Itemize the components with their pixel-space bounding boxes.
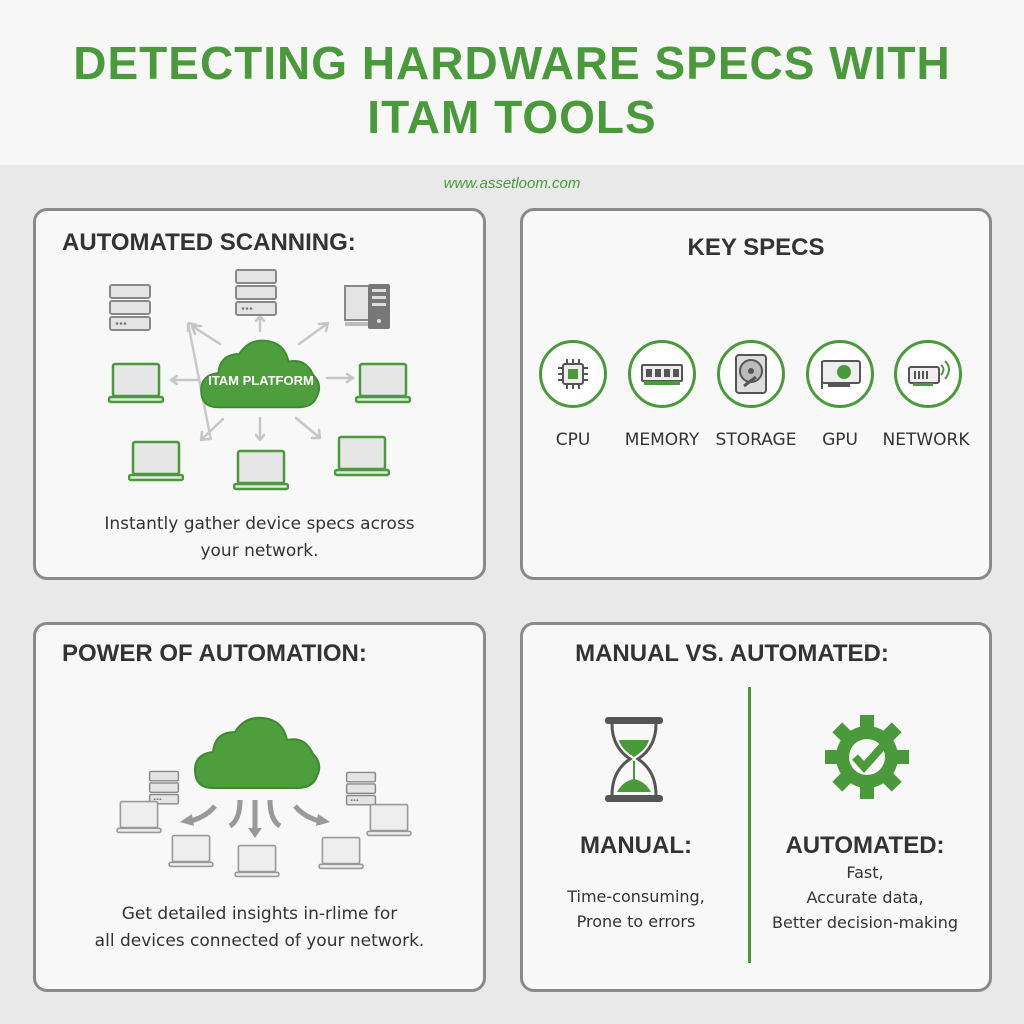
laptop-icon (334, 435, 390, 477)
memory-icon (628, 340, 696, 408)
scanning-caption-line2: your network. (200, 541, 319, 561)
laptop-icon (366, 803, 412, 837)
laptop-icon (355, 362, 411, 404)
itam-platform-label: ITAM PLATFORM (208, 373, 314, 388)
comparison-title: MANUAL VS. AUTOMATED: (575, 640, 889, 667)
manual-line1: Time-consuming, (567, 887, 705, 906)
page-title-line1: DETECTING HARDWARE SPECS WITH (73, 37, 951, 89)
laptop-icon (116, 800, 162, 834)
power-of-automation-panel (33, 622, 486, 992)
automation-title: POWER OF AUTOMATION: (62, 640, 367, 667)
gpu-icon (806, 340, 874, 408)
cloud-icon (192, 714, 324, 794)
automated-line1: Fast, (846, 863, 884, 882)
spec-label-storage: STORAGE (715, 430, 797, 450)
manual-heading: MANUAL: (580, 832, 692, 859)
key-specs-title: KEY SPECS (687, 234, 825, 261)
server-icon (108, 283, 152, 333)
spec-label-network: NETWORK (882, 430, 970, 450)
desktop-computer-icon (344, 284, 390, 329)
automation-caption-line2: all devices connected of your network. (94, 931, 425, 951)
scanning-diagram (169, 314, 355, 442)
laptop-icon (234, 844, 280, 878)
spec-label-cpu: CPU (555, 430, 591, 450)
manual-line2: Prone to errors (576, 912, 696, 931)
automation-caption-line1: Get detailed insights in-rlime for (121, 904, 398, 924)
hourglass-icon (605, 717, 663, 802)
automated-heading: AUTOMATED: (785, 832, 945, 859)
divider (748, 687, 751, 963)
cpu-icon (539, 340, 607, 408)
scanning-title: AUTOMATED SCANNING: (62, 229, 356, 256)
automated-line2: Accurate data, (806, 888, 924, 907)
laptop-icon (108, 362, 164, 404)
header-band (0, 0, 1024, 165)
laptop-icon (233, 449, 289, 491)
laptop-icon (128, 440, 184, 482)
manual-vs-automated-panel (520, 622, 992, 992)
hard-drive-icon (717, 340, 785, 408)
automated-line3: Better decision-making (772, 913, 958, 932)
server-icon (234, 268, 278, 318)
spec-label-memory: MEMORY (624, 430, 700, 450)
network-card-icon (894, 340, 962, 408)
scanning-caption-line1: Instantly gather device specs across (104, 514, 415, 534)
website-link[interactable]: www.assetloom.com (443, 175, 581, 192)
spec-label-gpu: GPU (822, 430, 858, 450)
distribution-arrows (180, 799, 330, 838)
gear-check-icon (822, 712, 912, 802)
page-title-line2: ITAM TOOLS (367, 91, 657, 143)
